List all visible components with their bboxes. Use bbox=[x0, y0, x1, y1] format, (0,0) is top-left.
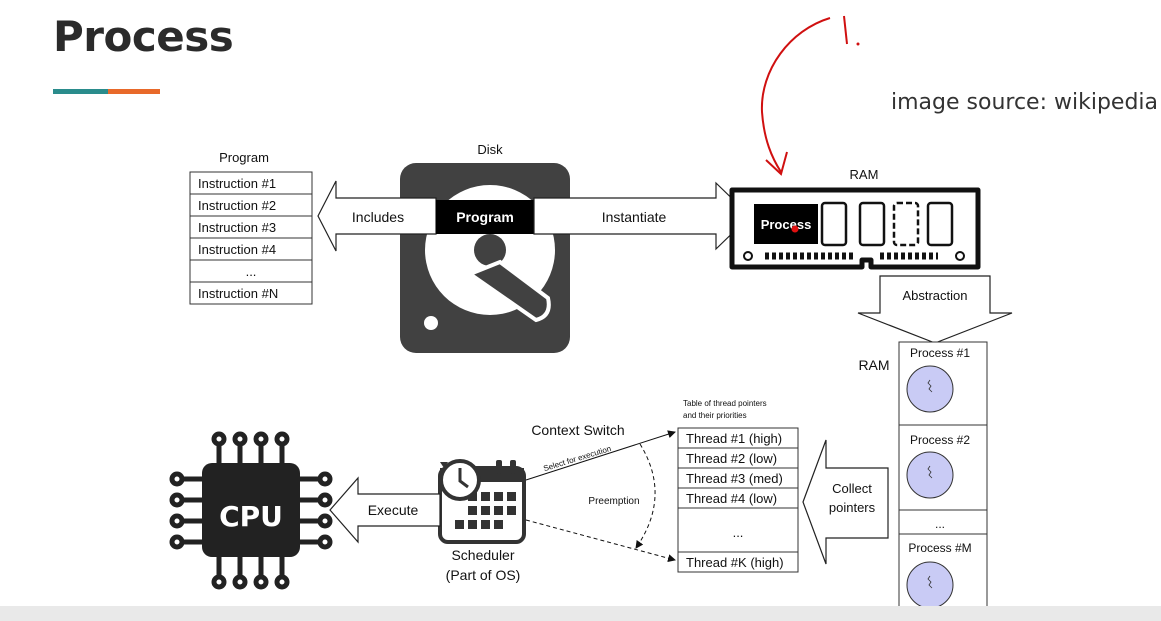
pointer-dot bbox=[791, 225, 799, 233]
thread-row: Thread #K (high) bbox=[686, 555, 784, 570]
process-label: Process #1 bbox=[910, 346, 970, 360]
preemption-arrow bbox=[635, 443, 656, 549]
program-row: Instruction #N bbox=[198, 286, 278, 301]
preemption-label: Preemption bbox=[588, 496, 639, 507]
program-table: Instruction #1 Instruction #2 Instructio… bbox=[189, 171, 313, 305]
process-label: Process #2 bbox=[910, 433, 970, 447]
thread-table-caption: and their priorities bbox=[683, 411, 747, 420]
thread-table: Thread #1 (high) Thread #2 (low) Thread … bbox=[677, 427, 799, 573]
hard-disk-icon bbox=[400, 163, 570, 353]
cpu-icon bbox=[169, 431, 333, 590]
handwritten-annotation bbox=[760, 15, 860, 176]
ram-process-label: Process bbox=[761, 217, 812, 232]
program-row: Instruction #4 bbox=[198, 242, 276, 257]
program-row: Instruction #2 bbox=[198, 198, 276, 213]
abstraction-arrow: Abstraction bbox=[857, 275, 1013, 344]
thread-table-caption: Table of thread pointers bbox=[683, 399, 767, 408]
thread-row: ... bbox=[733, 525, 744, 540]
includes-label: Includes bbox=[352, 209, 404, 225]
thread-row: Thread #2 (low) bbox=[686, 451, 777, 466]
dispatch-arrow bbox=[525, 519, 676, 563]
select-arrow bbox=[525, 430, 676, 481]
collect-pointers-arrow: Collect pointers bbox=[802, 439, 889, 565]
disk-program-label: Program bbox=[456, 209, 514, 225]
page-title: Process bbox=[53, 12, 234, 61]
process-label: Process #M bbox=[908, 541, 971, 555]
program-row: Instruction #1 bbox=[198, 176, 276, 191]
bottom-bar bbox=[0, 606, 1161, 621]
program-row: Instruction #3 bbox=[198, 220, 276, 235]
select-label: Select for execution bbox=[542, 444, 612, 473]
scheduler-label: (Part of OS) bbox=[446, 567, 521, 583]
abstraction-label: Abstraction bbox=[902, 288, 967, 303]
process-column: Process #1 Process #2 ... Process #M bbox=[898, 341, 988, 621]
process-circle bbox=[906, 365, 954, 413]
collect-label: Collect bbox=[832, 481, 872, 496]
scheduler-label: Scheduler bbox=[451, 547, 514, 563]
disk-label: Disk bbox=[477, 142, 503, 157]
thread-row: Thread #4 (low) bbox=[686, 491, 777, 506]
instantiate-label: Instantiate bbox=[602, 209, 667, 225]
ram2-label: RAM bbox=[858, 357, 889, 373]
image-source-note: image source: wikipedia bbox=[891, 90, 1158, 115]
title-accent-teal bbox=[53, 89, 108, 94]
context-switch-label: Context Switch bbox=[531, 422, 624, 438]
process-label: ... bbox=[935, 517, 945, 531]
process-circle bbox=[906, 561, 954, 609]
thread-row: Thread #3 (med) bbox=[686, 471, 783, 486]
program-row: ... bbox=[246, 264, 257, 279]
disk-program-box bbox=[436, 200, 534, 234]
ram-process-box bbox=[754, 204, 818, 244]
scheduler-icon bbox=[438, 459, 526, 544]
execute-label: Execute bbox=[368, 502, 419, 518]
process-circle bbox=[906, 451, 954, 499]
ram-label: RAM bbox=[850, 167, 879, 182]
collect-label: pointers bbox=[829, 500, 876, 515]
cpu-label: CPU bbox=[219, 500, 283, 533]
includes-arrow: Includes bbox=[317, 180, 437, 252]
title-accent-orange bbox=[108, 89, 160, 94]
thread-row: Thread #1 (high) bbox=[686, 431, 782, 446]
program-table-label: Program bbox=[219, 150, 269, 165]
execute-arrow: Execute bbox=[329, 476, 441, 544]
